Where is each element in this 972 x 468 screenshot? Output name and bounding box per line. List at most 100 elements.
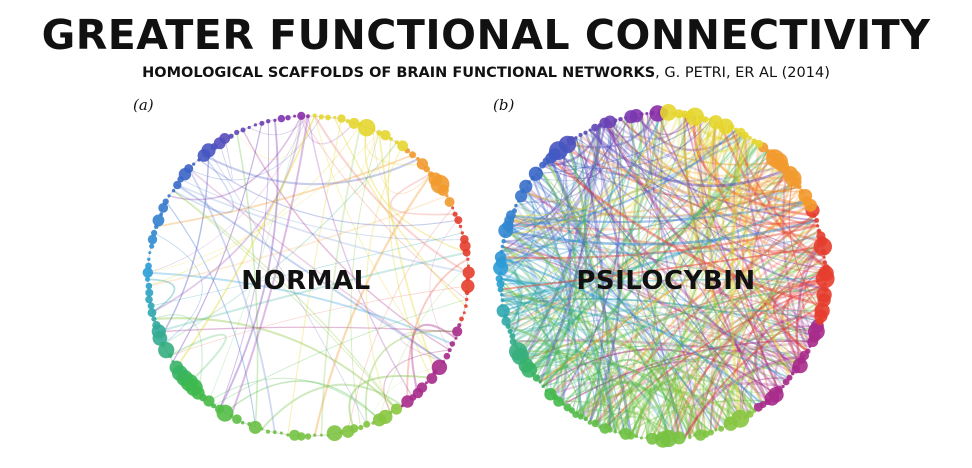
connection-edge-psilocybin [609, 121, 817, 222]
connection-edge-psilocybin [708, 121, 801, 366]
brain-region-node-psilocybin [591, 123, 599, 132]
connection-edge-psilocybin [739, 350, 794, 420]
connection-edge-psilocybin [635, 114, 742, 152]
connection-edge-normal [169, 115, 302, 201]
connection-edge-psilocybin [507, 225, 552, 395]
connection-edge-psilocybin [614, 127, 732, 433]
connection-edge-psilocybin [710, 140, 755, 432]
subtitle-paper-title: HOMOLOGICAL SCAFFOLDS OF BRAIN FUNCTIONA… [142, 65, 656, 81]
connection-edge-psilocybin [731, 135, 769, 402]
connection-edge-normal [300, 115, 467, 300]
connection-edge-psilocybin [500, 112, 664, 264]
connection-edge-psilocybin [699, 117, 806, 357]
connection-edge-psilocybin [562, 359, 675, 439]
brain-region-node-normal [465, 297, 469, 302]
connection-edge-psilocybin [501, 199, 809, 302]
connection-edge-psilocybin [501, 115, 632, 253]
brain-region-node-normal [147, 308, 157, 317]
connection-edge-psilocybin [604, 125, 727, 429]
brain-region-node-normal [464, 304, 468, 308]
connection-edge-psilocybin [575, 137, 826, 258]
connection-edge-normal [307, 115, 414, 398]
connection-edge-psilocybin [517, 120, 616, 352]
brain-region-node-normal [151, 229, 158, 237]
connection-edge-psilocybin [651, 267, 827, 439]
subtitle-authors: , G. PETRI, ER AL (2014) [655, 65, 830, 81]
connection-edge-psilocybin [532, 356, 611, 431]
connection-edge-psilocybin [522, 113, 654, 362]
connection-edge-psilocybin [558, 150, 760, 409]
connection-edge-psilocybin [511, 165, 784, 231]
brain-region-node-psilocybin [816, 287, 832, 303]
connection-edge-psilocybin [687, 382, 784, 437]
connection-edge-psilocybin [604, 283, 827, 429]
brain-region-node-normal [260, 427, 264, 431]
connection-edge-psilocybin [620, 391, 776, 434]
connection-edge-psilocybin [509, 219, 825, 254]
connection-edge-psilocybin [501, 297, 817, 333]
connection-edge-psilocybin [735, 130, 813, 342]
connection-edge-psilocybin [513, 339, 803, 362]
connection-edge-psilocybin [532, 132, 741, 182]
brain-region-node-psilocybin [530, 175, 536, 181]
brain-region-node-normal [462, 266, 475, 279]
connection-edge-psilocybin [499, 272, 601, 427]
connection-edge-psilocybin [500, 283, 669, 440]
connection-edge-normal [334, 117, 466, 307]
connection-edge-psilocybin [502, 230, 568, 306]
connection-edge-psilocybin [657, 294, 825, 439]
connection-edge-psilocybin [688, 150, 769, 437]
connection-edge-normal [406, 258, 468, 402]
connection-edge-psilocybin [507, 160, 780, 328]
connection-edge-psilocybin [503, 240, 794, 375]
connection-edge-normal [364, 127, 467, 254]
connection-edge-psilocybin [526, 119, 712, 366]
brain-region-node-psilocybin [588, 128, 592, 132]
connection-edge-psilocybin [782, 169, 809, 352]
connection-edge-psilocybin [570, 112, 665, 412]
connection-edge-psilocybin [651, 293, 826, 440]
brain-region-node-normal [158, 203, 169, 213]
brain-region-node-psilocybin [515, 190, 528, 203]
connection-edge-psilocybin [523, 190, 742, 420]
brain-region-node-normal [234, 129, 240, 135]
connection-edge-psilocybin [518, 121, 611, 203]
connection-edge-psilocybin [499, 272, 571, 371]
connection-edge-normal [313, 173, 433, 437]
connection-edge-psilocybin [515, 205, 591, 422]
brain-region-node-normal [151, 316, 157, 322]
connection-edge-psilocybin [709, 121, 737, 422]
connection-edge-psilocybin [520, 125, 602, 357]
connection-edge-psilocybin [673, 328, 817, 439]
connection-edge-psilocybin [550, 340, 813, 396]
connection-edge-psilocybin [683, 114, 780, 391]
connection-edge-psilocybin [499, 283, 520, 337]
connection-edge-normal [348, 374, 432, 430]
brain-region-node-psilocybin [748, 136, 752, 140]
connection-edge-psilocybin [501, 299, 791, 380]
connection-edge-psilocybin [523, 339, 702, 436]
connection-edge-psilocybin [502, 246, 813, 342]
brain-region-node-psilocybin [818, 265, 834, 282]
connection-edge-psilocybin [699, 349, 787, 435]
brain-region-node-psilocybin [587, 420, 592, 425]
brain-region-node-normal [454, 336, 458, 340]
connection-edge-psilocybin [579, 135, 611, 431]
connection-edge-normal [188, 116, 322, 181]
brain-region-node-normal [192, 162, 196, 166]
connection-edge-psilocybin [683, 114, 765, 406]
brain-region-node-psilocybin [702, 430, 710, 438]
connection-edge-psilocybin [661, 186, 801, 440]
connection-edge-psilocybin [624, 116, 800, 196]
brain-region-node-normal [142, 267, 153, 278]
brain-region-node-normal [325, 114, 331, 121]
connection-edge-psilocybin [523, 190, 815, 338]
brain-region-node-normal [145, 276, 150, 282]
brain-region-node-normal [389, 137, 393, 141]
connection-edge-psilocybin [502, 245, 800, 366]
brain-region-node-normal [416, 157, 420, 161]
connection-edge-psilocybin [503, 235, 822, 255]
connection-edge-psilocybin [506, 219, 817, 246]
connection-edge-psilocybin [502, 298, 815, 338]
connection-edge-psilocybin [546, 143, 577, 175]
